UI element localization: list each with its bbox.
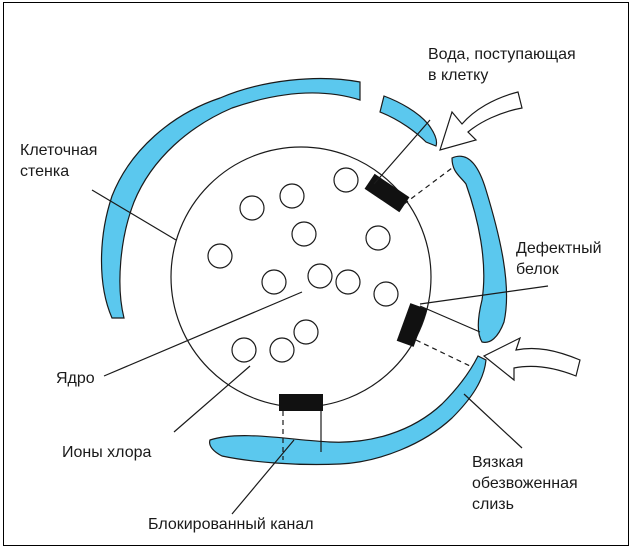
chloride-ion bbox=[336, 270, 360, 294]
mucus-segment-right bbox=[452, 156, 507, 342]
label-defective-protein: Дефектный белок bbox=[516, 238, 602, 280]
label-chloride-ions: Ионы хлора bbox=[62, 442, 151, 463]
chloride-ion bbox=[374, 282, 398, 306]
chloride-ion bbox=[366, 226, 390, 250]
label-cell-wall: Клеточная стенка bbox=[20, 140, 97, 182]
mucus-segment-top-right bbox=[380, 96, 437, 146]
chloride-ion bbox=[280, 184, 304, 208]
water-arrow-bottom-icon bbox=[484, 338, 580, 380]
channel-block-right bbox=[397, 303, 428, 347]
chloride-ion bbox=[292, 222, 316, 246]
water-arrow-top-icon bbox=[440, 92, 522, 150]
label-nucleus: Ядро bbox=[56, 368, 95, 389]
chloride-ion bbox=[294, 320, 318, 344]
channel-block-bottom bbox=[279, 394, 323, 411]
label-water-entering: Вода, поступающая в клетку bbox=[428, 44, 576, 86]
mucus-segment-bottom bbox=[210, 356, 486, 465]
chloride-ion bbox=[240, 196, 264, 220]
chloride-ion bbox=[308, 264, 332, 288]
label-blocked-channel: Блокированный канал bbox=[148, 514, 314, 535]
chloride-ion bbox=[232, 338, 256, 362]
label-viscous-mucus: Вязкая обезвоженная слизь bbox=[472, 452, 578, 515]
chloride-ions bbox=[208, 168, 398, 362]
water-arrows bbox=[440, 92, 580, 380]
chloride-ion bbox=[262, 270, 286, 294]
chloride-ion bbox=[270, 338, 294, 362]
chloride-ion bbox=[208, 244, 232, 268]
chloride-ion bbox=[334, 168, 358, 192]
